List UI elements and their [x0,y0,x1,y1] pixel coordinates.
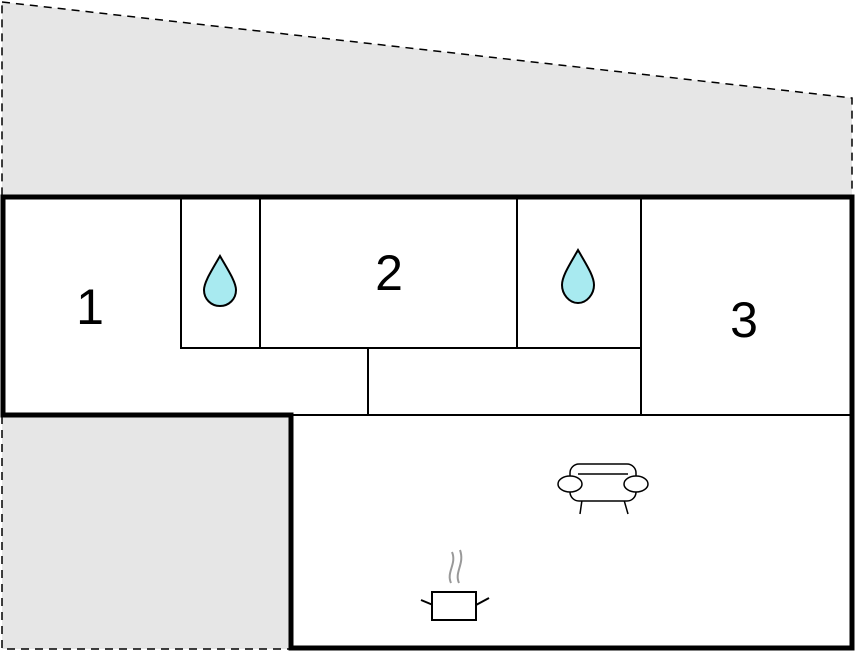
room-1-label: 1 [76,279,104,335]
room-2-label: 2 [375,245,403,301]
terrace-bottom-left [1,415,292,650]
room-3-label: 3 [730,292,758,348]
terrace-top [1,1,853,198]
water-drop-icon [560,247,596,305]
exterior-walls [0,194,855,651]
interior-walls [180,197,852,416]
cooking-pot-icon [420,549,490,621]
water-drop-icon [202,253,238,308]
sofa-icon [557,463,649,515]
